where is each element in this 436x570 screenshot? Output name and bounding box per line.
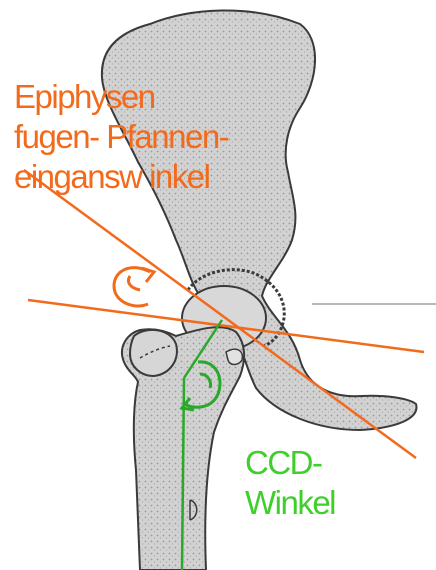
- ccd-angle-label: CCD- Winkel: [245, 444, 335, 524]
- lesser-trochanter: [226, 349, 242, 364]
- ccd-label-line-2: Winkel: [245, 484, 335, 524]
- epiphysis-angle-label: Epiphysen fugen- Pfannen- eingansw inkel: [14, 78, 228, 198]
- epiphysis-label-line-1: Epiphysen: [14, 78, 228, 118]
- epiphysis-label-line-2: fugen- Pfannen-: [14, 118, 228, 158]
- greater-trochanter: [130, 330, 177, 376]
- epiphysis-angle-arc: [114, 268, 150, 306]
- epiphysis-label-line-3: eingansw inkel: [14, 158, 228, 198]
- epiphysis-angle-arrow: [142, 268, 154, 282]
- ccd-label-line-1: CCD-: [245, 444, 335, 484]
